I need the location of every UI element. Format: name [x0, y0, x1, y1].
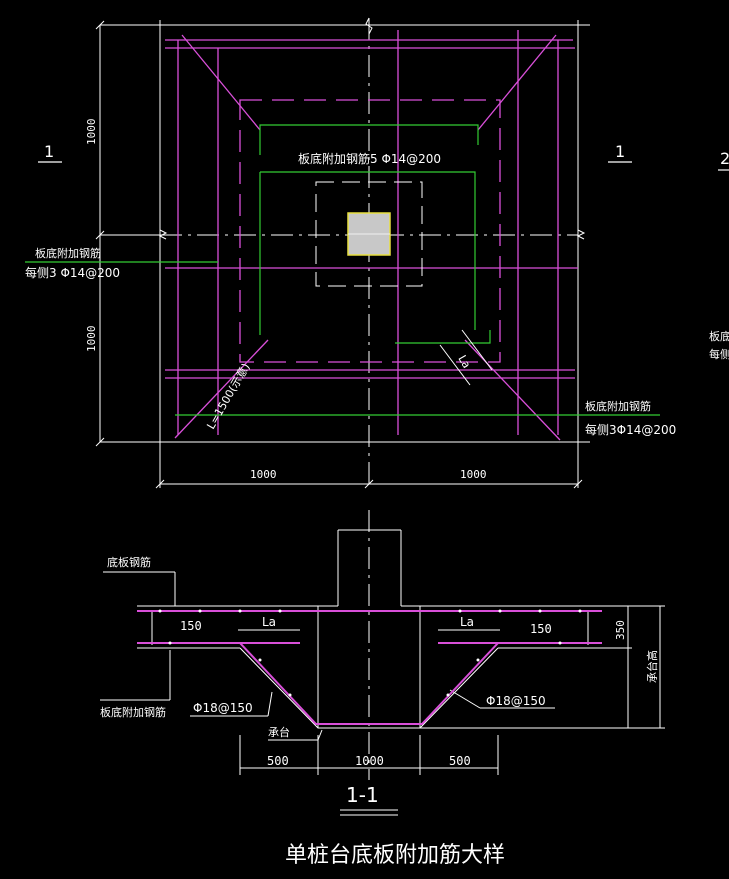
dim-cap-height: 承台高 — [645, 650, 659, 683]
dim-bottom-left-section: 500 — [267, 754, 289, 768]
partial-right-line2: 每侧 — [709, 347, 729, 361]
label-added-rebar: 板底附加钢筋 — [100, 705, 166, 719]
label-bar-right: Φ18@150 — [486, 694, 546, 708]
dim-bottom-right-section: 500 — [449, 754, 471, 768]
label-150-left: 150 — [180, 619, 202, 633]
section-title: 1-1 — [346, 783, 379, 807]
section-mark-right: 1 — [615, 142, 625, 161]
label-right-line2: 每侧3Φ14@200 — [585, 422, 676, 437]
label-slab-rebar: 底板钢筋 — [107, 555, 151, 569]
drawing-title: 单桩台底板附加筋大样 — [285, 843, 505, 868]
label-left-line2: 每侧3 Φ14@200 — [25, 265, 120, 280]
dim-bottom-left-vertical: 1000 — [85, 326, 98, 353]
dim-bottom-mid-section: 1000 — [355, 754, 384, 768]
section-magenta-rebars — [137, 610, 602, 725]
section-view: 底板钢筋 板底附加钢筋 150 150 La La Φ18@150 Φ18@15… — [100, 510, 665, 816]
section-mark-lines — [38, 161, 729, 171]
label-bar-left: Φ18@150 — [193, 701, 253, 715]
label-la-left: La — [262, 615, 276, 629]
plan-green-rebars — [25, 124, 660, 416]
dim-350: 350 — [614, 620, 627, 640]
section-mark-partial: 2 — [720, 149, 729, 168]
section-mark-left: 1 — [44, 142, 54, 161]
label-150-right: 150 — [530, 622, 552, 636]
label-la-plan: La — [455, 353, 473, 371]
plan-view: 1 1 2 1000 1000 1000 1000 板底附加钢筋5 Φ14@20… — [25, 17, 729, 489]
label-cap: 承台 — [268, 725, 290, 739]
dim-bottom-right: 1000 — [460, 468, 487, 481]
label-diagonal: L=1500(示意) — [203, 360, 252, 431]
section-outline — [100, 510, 665, 816]
partial-right-line1: 板底 — [709, 329, 729, 343]
plan-boundary-lines — [95, 17, 590, 489]
label-center-rebar: 板底附加钢筋5 Φ14@200 — [298, 151, 441, 166]
label-la-right: La — [460, 615, 474, 629]
label-left-line1: 板底附加钢筋 — [35, 246, 101, 260]
dim-top-left-vertical: 1000 — [85, 119, 98, 146]
la-dimension-marker — [439, 329, 493, 386]
plan-magenta-rebars — [165, 30, 578, 441]
dim-bottom-left: 1000 — [250, 468, 277, 481]
pile-cap-outline — [315, 181, 423, 287]
rebar-dots — [158, 609, 582, 697]
label-right-line1: 板底附加钢筋 — [585, 399, 651, 413]
